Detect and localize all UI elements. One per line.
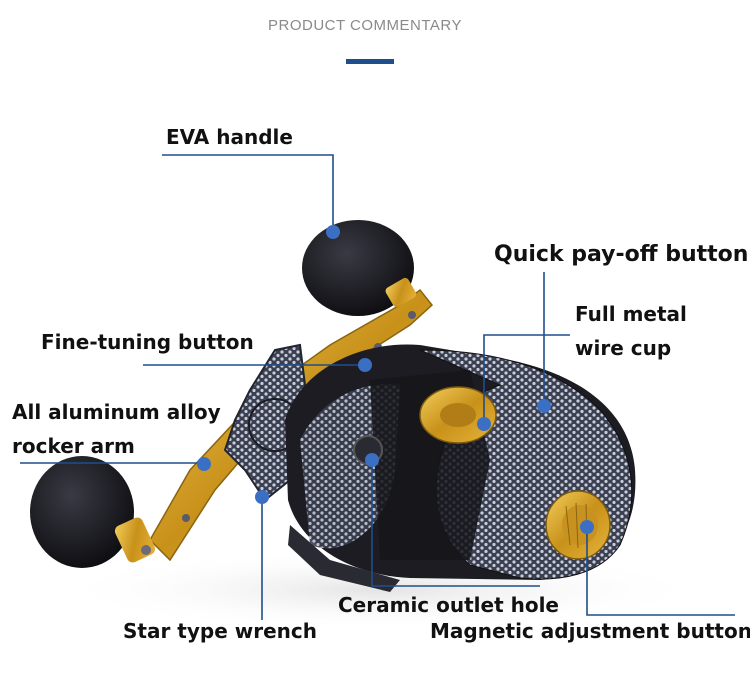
- leader-eva-handle: [162, 154, 334, 230]
- marker-eva-handle: [326, 225, 340, 239]
- leader-magnetic: [586, 527, 735, 616]
- label-quick-payoff-button: Quick pay-off button: [494, 242, 749, 267]
- label-eva-handle: EVA handle: [166, 125, 293, 149]
- label-star-type-wrench: Star type wrench: [123, 619, 317, 643]
- label-fine-tuning-button: Fine-tuning button: [41, 330, 254, 354]
- leader-wire-cup: [483, 334, 570, 422]
- callout-markers: [197, 225, 594, 534]
- marker-ceramic-outlet: [365, 453, 379, 467]
- label-ceramic-outlet-hole: Ceramic outlet hole: [338, 593, 559, 617]
- marker-magnetic: [580, 520, 594, 534]
- marker-wire-cup: [477, 417, 491, 431]
- marker-star-wrench: [255, 490, 269, 504]
- eva-handle-top-knob: [302, 220, 417, 316]
- marker-rocker-arm: [197, 457, 211, 471]
- label-full-metal: Full metal: [575, 302, 687, 326]
- label-magnetic-adjustment-button: Magnetic adjustment button: [430, 619, 750, 643]
- reel-body: [285, 344, 636, 592]
- label-rocker-arm-line2: rocker arm: [12, 434, 135, 458]
- eva-handle-bottom-knob: [30, 456, 156, 568]
- leader-ceramic-outlet: [371, 460, 540, 587]
- callout-leader-lines: [20, 154, 735, 620]
- section-title: PRODUCT COMMENTARY: [267, 17, 462, 34]
- section-title-underline: [346, 59, 394, 64]
- marker-fine-tuning: [358, 358, 372, 372]
- magnetic-adjustment-knob: [545, 490, 611, 560]
- label-rocker-arm-line1: All aluminum alloy: [12, 400, 221, 424]
- marker-quick-payoff: [537, 399, 551, 413]
- label-wire-cup: wire cup: [575, 336, 672, 360]
